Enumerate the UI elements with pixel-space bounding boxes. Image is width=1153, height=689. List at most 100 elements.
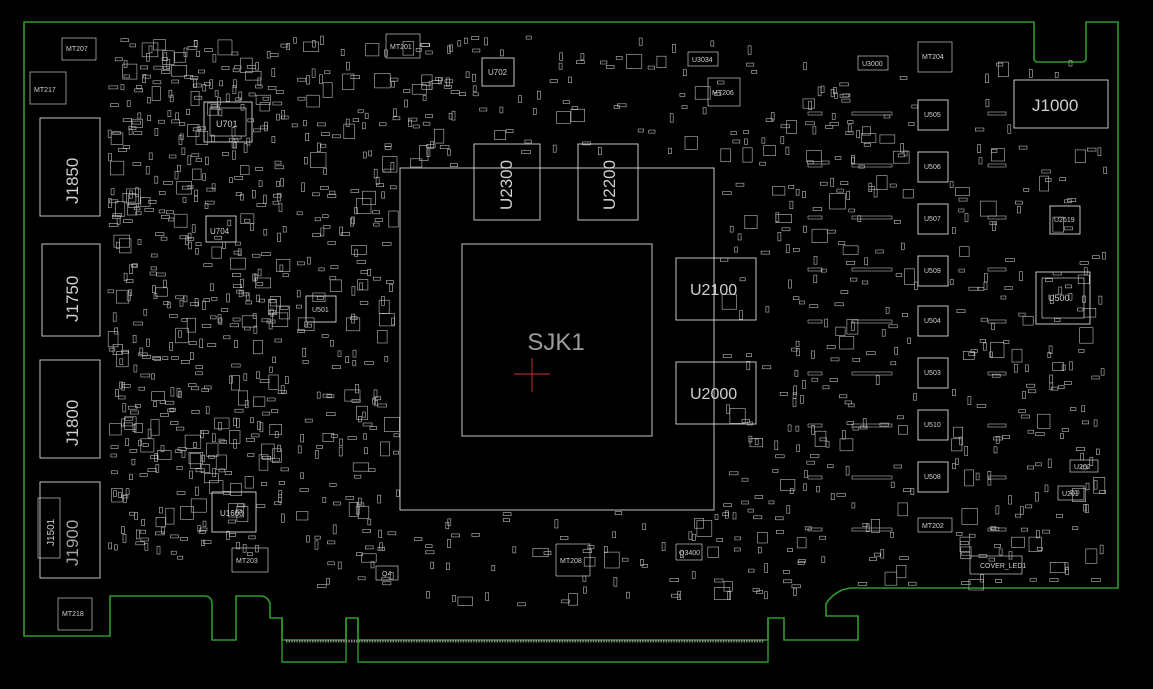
- passive-part: [113, 234, 130, 248]
- strip-part: [807, 527, 823, 532]
- passive-part: [248, 535, 256, 540]
- passive-part: [785, 146, 790, 155]
- passive-part: [1100, 368, 1105, 376]
- passive-part: [311, 68, 316, 78]
- strip-part: [851, 527, 893, 532]
- passive-part: [317, 584, 327, 588]
- passive-part: [256, 294, 260, 302]
- passive-part: [184, 75, 194, 79]
- passive-part: [181, 359, 190, 364]
- chip-u202: U202: [1069, 459, 1099, 473]
- passive-part: [964, 446, 969, 456]
- passive-part: [355, 383, 359, 394]
- passive-part: [134, 512, 138, 520]
- passive-part: [142, 74, 146, 83]
- passive-part: [232, 317, 241, 322]
- passive-part: [780, 124, 790, 129]
- passive-part: [241, 315, 257, 328]
- passive-part: [108, 347, 116, 352]
- passive-part: [710, 40, 715, 47]
- passive-part: [1089, 457, 1094, 466]
- passive-part: [993, 436, 1004, 441]
- passive-part: [734, 246, 738, 253]
- passive-part: [901, 313, 908, 317]
- passive-part: [813, 256, 818, 265]
- passive-part: [250, 417, 254, 424]
- passive-part: [821, 556, 826, 563]
- memory-u2000: U2000: [675, 361, 757, 425]
- passive-part: [1035, 462, 1042, 467]
- passive-part: [140, 197, 151, 207]
- passive-part: [109, 423, 122, 436]
- passive-part: [841, 430, 846, 440]
- passive-part: [961, 551, 971, 556]
- mount-mt217: MT217: [29, 71, 67, 105]
- passive-part: [107, 129, 112, 138]
- passive-part: [118, 148, 127, 152]
- passive-part: [679, 93, 686, 97]
- passive-part: [500, 49, 504, 57]
- passive-part: [374, 218, 383, 222]
- passive-part: [261, 455, 271, 460]
- passive-part: [365, 43, 380, 57]
- passive-part: [153, 401, 157, 408]
- passive-part: [1058, 286, 1063, 295]
- passive-part: [272, 200, 279, 205]
- passive-part: [1068, 293, 1073, 301]
- passive-part: [221, 66, 230, 70]
- passive-part: [259, 379, 270, 383]
- passive-part: [812, 126, 817, 135]
- passive-part: [279, 264, 284, 272]
- vrm-phase-u507: U507: [917, 203, 949, 235]
- passive-part: [278, 203, 283, 212]
- passive-part: [209, 79, 213, 89]
- passive-part: [408, 117, 418, 122]
- passive-part: [201, 388, 210, 392]
- passive-part: [421, 43, 430, 47]
- passive-part: [186, 108, 190, 115]
- passive-part: [788, 185, 795, 189]
- passive-part: [907, 581, 917, 586]
- passive-part: [184, 434, 202, 449]
- passive-part: [151, 86, 161, 101]
- passive-part: [825, 440, 830, 448]
- passive-part: [183, 47, 188, 57]
- memory-u2300: U2300: [473, 143, 541, 221]
- passive-part: [1047, 352, 1052, 358]
- passive-part: [968, 352, 976, 356]
- passive-part: [450, 90, 460, 94]
- passive-part: [786, 505, 791, 514]
- svg-text:U1600: U1600: [220, 509, 244, 518]
- passive-part: [187, 124, 200, 138]
- svg-text:U504: U504: [924, 318, 941, 325]
- passive-part: [836, 492, 846, 497]
- passive-part: [774, 516, 784, 521]
- passive-part: [897, 425, 908, 435]
- passive-part: [552, 144, 557, 153]
- passive-part: [888, 324, 898, 329]
- passive-part: [714, 92, 722, 96]
- passive-part: [362, 151, 367, 159]
- strip-part: [851, 475, 893, 480]
- passive-part: [765, 306, 770, 313]
- passive-part: [756, 590, 763, 594]
- passive-part: [860, 133, 877, 143]
- passive-part: [189, 453, 201, 469]
- passive-part: [392, 116, 401, 121]
- passive-part: [383, 168, 392, 173]
- passive-part: [433, 128, 445, 144]
- svg-text:U202: U202: [1074, 464, 1091, 471]
- passive-part: [121, 349, 129, 354]
- passive-part: [129, 473, 133, 481]
- passive-part: [1079, 261, 1089, 265]
- passive-part: [739, 277, 746, 282]
- passive-part: [165, 507, 175, 525]
- passive-part: [179, 133, 184, 140]
- passive-part: [615, 56, 623, 60]
- passive-part: [894, 220, 901, 224]
- passive-part: [171, 355, 179, 360]
- passive-part: [272, 448, 282, 463]
- passive-part: [131, 118, 143, 128]
- passive-part: [806, 150, 822, 162]
- passive-part: [846, 190, 851, 200]
